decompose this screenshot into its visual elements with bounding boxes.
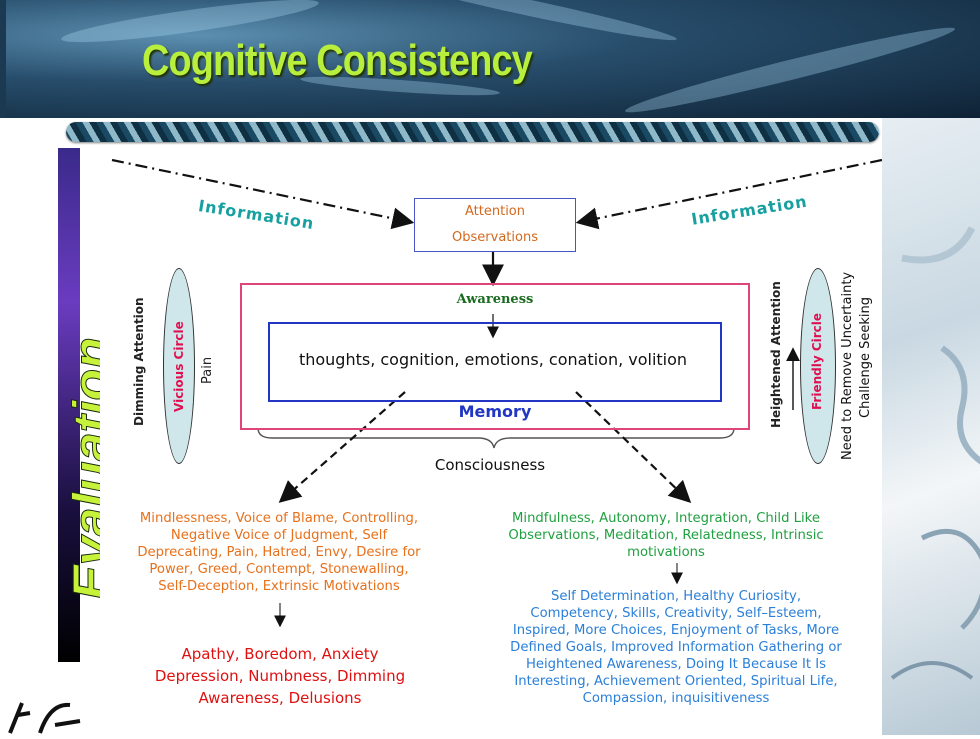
positive-effect-line: Inspired, More Choices, Enjoyment of Tas… <box>512 623 840 638</box>
awareness-label: Awareness <box>456 292 534 307</box>
corner-sketch-decoration <box>8 702 81 734</box>
positive-effects: Self Determination, Healthy Curiosity, C… <box>472 588 880 707</box>
observations-label: Observations <box>452 230 538 245</box>
right-decoration-swirls <box>890 226 980 680</box>
negative-effect-line: Awareness, Delusions <box>198 689 362 707</box>
negative-effect-line: Apathy, Boredom, Anxiety <box>181 645 379 663</box>
pain-label: Pain <box>200 356 215 384</box>
negative-effects: Apathy, Boredom, Anxiety Depression, Num… <box>110 643 450 709</box>
negative-cause-line: Negative Voice of Judgment, Self <box>170 528 388 543</box>
positive-causes: Mindfulness, Autonomy, Integration, Chil… <box>472 510 860 561</box>
header-background <box>0 0 980 121</box>
friendly-circle-ellipse <box>800 268 836 464</box>
diagram-connectors <box>111 158 882 628</box>
negative-effect-line: Depression, Numbness, Dimming <box>154 667 406 685</box>
side-title-bar <box>58 148 80 662</box>
right-decoration-strip <box>882 118 980 735</box>
positive-cause-line: motivations <box>627 545 705 560</box>
decorative-rope-divider <box>66 122 879 142</box>
positive-effect-line: Competency, Skills, Creativity, Self–Est… <box>530 606 822 621</box>
thoughts-box <box>268 322 722 402</box>
positive-effect-line: Heightened Awareness, Doing It Because I… <box>525 657 827 672</box>
attention-label: Attention <box>465 204 525 219</box>
heightened-attention-label: Heightened Attention <box>769 281 783 428</box>
info-left-arrow <box>111 158 415 230</box>
negative-cause-line: Deprecating, Pain, Hatred, Envy, Desire … <box>137 545 421 560</box>
attention-box: Attention Observations <box>414 198 576 252</box>
vicious-circle-ellipse <box>163 268 195 464</box>
dimming-attention-label: Dimming Attention <box>132 297 146 426</box>
negative-cause-line: Mindlessness, Voice of Blame, Controllin… <box>139 511 419 526</box>
thoughts-label: thoughts, cognition, emotions, conation,… <box>298 350 688 369</box>
consciousness-label: Consciousness <box>434 456 546 474</box>
negative-causes: Mindlessness, Voice of Blame, Controllin… <box>98 510 460 595</box>
challenge-seeking-label: Challenge Seeking <box>858 296 873 418</box>
positive-effect-line: Self Determination, Healthy Curiosity, <box>550 589 802 604</box>
consciousness-brace <box>257 427 735 449</box>
friendly-circle-label: Friendly Circle <box>810 312 824 410</box>
negative-cause-line: Self-Deception, Extrinsic Motivations <box>158 579 400 594</box>
left-strip <box>0 118 58 735</box>
positive-cause-line: Observations, Meditation, Relatedness, I… <box>508 528 824 543</box>
memory-label: Memory <box>458 402 532 421</box>
positive-effect-line: Interesting, Achievement Oriented, Spiri… <box>514 674 838 689</box>
positive-cause-line: Mindfulness, Autonomy, Integration, Chil… <box>512 511 820 526</box>
vicious-circle-label: Vicious Circle <box>172 321 186 412</box>
positive-effect-line: Compassion, inquisitiveness <box>582 691 770 706</box>
positive-effect-line: Defined Goals, Improved Information Gath… <box>510 640 842 655</box>
negative-arrow <box>278 391 406 503</box>
slide-title: Cognitive Consistency <box>142 36 533 85</box>
remove-uncertainty-label: Need to Remove Uncertainty <box>840 271 855 460</box>
negative-cause-line: Power, Greed, Contempt, Stonewalling, <box>149 562 409 577</box>
info-right-arrow <box>575 158 882 230</box>
awareness-box <box>240 283 750 430</box>
